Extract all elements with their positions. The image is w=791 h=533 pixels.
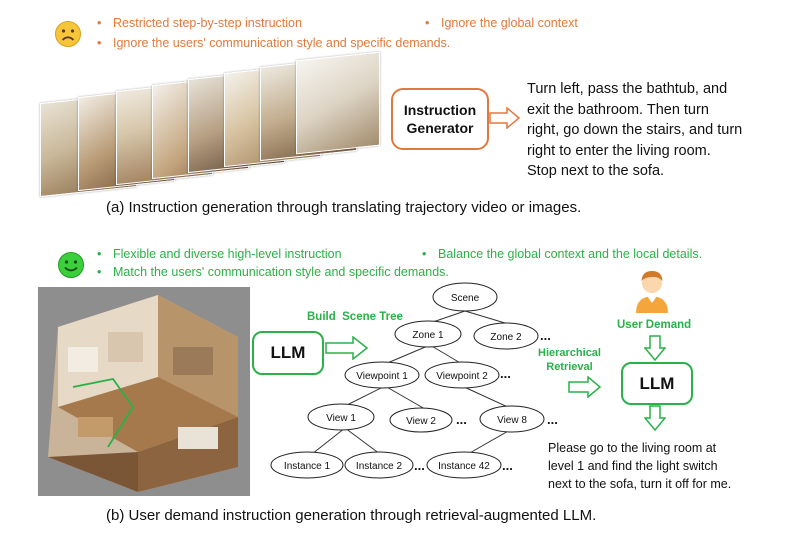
- tree-ellipsis-views-end: ...: [547, 412, 558, 427]
- tree-node-zone1: [394, 320, 462, 348]
- top-bullet-2: Ignore the global context: [425, 16, 578, 30]
- llm-right-box: LLM: [621, 362, 693, 405]
- bottom-bullet-1: Flexible and diverse high-level instruct…: [97, 247, 342, 261]
- top-output-instruction: Turn left, pass the bathtub, and exit th…: [527, 81, 743, 179]
- tree-node-instance2: [344, 451, 414, 479]
- tree-node-viewpoint2: [424, 361, 500, 389]
- tree-node-instance1: [270, 451, 344, 479]
- arrow-down-icon: [644, 335, 666, 361]
- llm-left-label: LLM: [270, 343, 306, 362]
- tree-ellipsis-views-mid: ...: [456, 412, 467, 427]
- caption-a: (a) Instruction generation through trans…: [106, 199, 582, 216]
- tree-node-zone2: [473, 322, 539, 350]
- llm-left-box: LLM: [252, 331, 324, 375]
- tree-ellipsis-viewpoints: ...: [500, 366, 511, 381]
- tree-node-view1: [307, 403, 375, 431]
- tree-label-viewpoint1: Viewpoint 1: [356, 371, 408, 382]
- tree-node-view8: [479, 405, 545, 433]
- tree-node-viewpoint1: [344, 361, 420, 389]
- arrow-right-icon: [325, 336, 369, 360]
- user-demand-label: User Demand: [617, 319, 692, 331]
- arrow-right-icon: [489, 107, 521, 129]
- tree-label-zone1: Zone 1: [412, 330, 444, 341]
- tree-label-viewpoint2: Viewpoint 2: [436, 371, 488, 382]
- bottom-bullet-2: Balance the global context and the local…: [422, 247, 702, 261]
- instruction-generator-box: Instruction Generator: [391, 88, 489, 150]
- tree-label-scene: Scene: [451, 293, 480, 304]
- scene-tree: Scene Zone 1 Zone 2 Viewpoint 1 Viewpoin…: [270, 282, 558, 479]
- house-3d-model: [38, 287, 250, 496]
- build-scene-tree-label: Build Scene Tree: [307, 311, 403, 323]
- arrow-down-icon: [644, 405, 666, 431]
- user-icon: [636, 271, 668, 313]
- instruction-generator-label: Instruction Generator: [403, 102, 477, 136]
- top-bullet-1: Restricted step-by-step instruction: [97, 16, 302, 30]
- tree-label-instance1: Instance 1: [284, 461, 331, 472]
- tree-ellipsis-zones: ...: [540, 328, 551, 343]
- arrow-right-icon: [568, 376, 602, 398]
- tree-ellipsis-instances-end: ...: [502, 458, 513, 473]
- frame-8: [296, 51, 380, 155]
- smile-face-icon: [58, 252, 84, 278]
- hierarchical-retrieval-label: Hierarchical Retrieval: [538, 347, 601, 373]
- caption-b: (b) User demand instruction generation t…: [106, 507, 597, 524]
- tree-label-instance42: Instance 42: [438, 461, 490, 472]
- bottom-bullet-3: Match the users' communication style and…: [97, 265, 449, 279]
- tree-label-view8: View 8: [497, 415, 527, 426]
- sad-face-icon: [55, 21, 81, 47]
- top-bullet-3: Ignore the users' communication style an…: [97, 36, 450, 50]
- llm-right-label: LLM: [639, 373, 675, 393]
- tree-label-view1: View 1: [326, 413, 356, 424]
- tree-label-instance2: Instance 2: [356, 461, 403, 472]
- tree-label-view2: View 2: [406, 416, 436, 427]
- tree-node-view2: [389, 407, 453, 433]
- tree-node-scene: [432, 282, 498, 312]
- tree-label-zone2: Zone 2: [490, 332, 522, 343]
- tree-ellipsis-instances-mid: ...: [414, 458, 425, 473]
- tree-node-instance42: [426, 451, 502, 479]
- bottom-output-instruction: Please go to the living room at level 1 …: [548, 441, 732, 491]
